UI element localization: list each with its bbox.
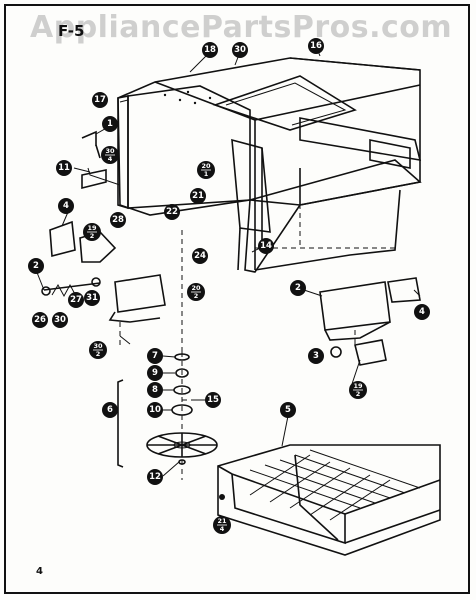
section-label: F-5 (58, 22, 85, 40)
callout-number: 2 (295, 283, 301, 293)
callout-number: 21 (192, 191, 204, 201)
callout-2-left: 2 (28, 258, 44, 274)
callout-number: 18 (204, 45, 216, 55)
callout-26: 26 (32, 312, 48, 328)
callout-number: 26 (34, 315, 46, 325)
callout-number: 3 (313, 351, 319, 361)
callout-number: 4 (63, 201, 69, 211)
right-bracket-assembly (319, 277, 421, 366)
callout-number: 30 (234, 45, 246, 55)
callout-number: 21 (217, 517, 227, 525)
callout-5: 5 (280, 402, 296, 418)
page-number: 4 (36, 566, 43, 577)
callout-30-d: 30 (52, 312, 68, 328)
callout-number: 4 (419, 307, 425, 317)
cabinet-assembly (117, 57, 422, 273)
callout-number: 31 (86, 293, 98, 303)
callout-number: 1 (107, 119, 113, 129)
diagram-border (4, 4, 470, 594)
callout-number: 5 (285, 405, 291, 415)
callout-number: 7 (152, 351, 158, 361)
callout-quantity: 4 (220, 525, 225, 533)
callout-1: 1 (102, 116, 118, 132)
callout-6: 6 (102, 402, 118, 418)
callout-quantity: 4 (108, 155, 113, 163)
callout-quantity: 2 (356, 390, 361, 398)
callout-14: 14 (258, 238, 274, 254)
callout-number: 6 (107, 405, 113, 415)
callout-quantity: 1 (204, 170, 209, 178)
callout-20-b: 20 2 (187, 283, 205, 301)
callout-19-right: 19 2 (349, 381, 367, 399)
callout-3: 3 (308, 348, 324, 364)
callout-4-right: 4 (414, 304, 430, 320)
callout-30-b: 30 4 (101, 146, 119, 164)
callout-number: 9 (152, 368, 158, 378)
callout-16: 16 (308, 38, 324, 54)
callout-number: 20 (201, 162, 211, 170)
callout-17: 17 (92, 92, 108, 108)
callout-number: 24 (194, 251, 206, 261)
watermark-text: AppliancePartsPros.com (30, 10, 453, 45)
callout-number: 12 (149, 472, 161, 482)
callout-31: 31 (84, 290, 100, 306)
callout-30-c: 30 2 (89, 341, 107, 359)
callout-quantity: 2 (96, 350, 101, 358)
callout-number: 14 (260, 241, 272, 251)
callout-20-a: 20 1 (197, 161, 215, 179)
callout-2-right: 2 (290, 280, 306, 296)
fan-motor-stack (117, 230, 218, 480)
callout-11: 11 (56, 160, 72, 176)
callout-markers: 1 2 2 3 4 4 5 (28, 38, 430, 534)
callout-9: 9 (147, 365, 163, 381)
callout-number: 16 (310, 41, 322, 51)
callout-number: 19 (353, 382, 363, 390)
base-pan (217, 444, 441, 556)
callout-number: 27 (70, 295, 82, 305)
callout-quantity: 2 (194, 292, 199, 300)
callout-number: 10 (149, 405, 161, 415)
callout-19-left: 19 2 (83, 223, 101, 241)
callout-28: 28 (110, 212, 126, 228)
callout-number: 8 (152, 385, 158, 395)
callout-24: 24 (192, 248, 208, 264)
callout-10: 10 (147, 402, 163, 418)
callout-number: 22 (166, 207, 178, 217)
callout-number: 30 (105, 147, 115, 155)
callout-30-a: 30 (232, 42, 248, 58)
callout-number: 20 (191, 284, 201, 292)
callout-8: 8 (147, 382, 163, 398)
callout-15: 15 (205, 392, 221, 408)
callout-number: 17 (94, 95, 106, 105)
callout-7: 7 (147, 348, 163, 364)
callout-27: 27 (68, 292, 84, 308)
callout-21-b: 21 4 (213, 516, 231, 534)
callout-12: 12 (147, 469, 163, 485)
callout-number: 11 (58, 163, 70, 173)
callout-number: 15 (207, 395, 219, 405)
callout-number: 30 (54, 315, 66, 325)
callout-quantity: 2 (90, 232, 95, 240)
callout-number: 19 (87, 224, 97, 232)
callout-number: 28 (112, 215, 124, 225)
callout-18: 18 (202, 42, 218, 58)
callout-4-left: 4 (58, 198, 74, 214)
callout-number: 2 (33, 261, 39, 271)
callout-22: 22 (164, 204, 180, 220)
callout-number: 30 (93, 342, 103, 350)
callout-21-a: 21 (190, 188, 206, 204)
